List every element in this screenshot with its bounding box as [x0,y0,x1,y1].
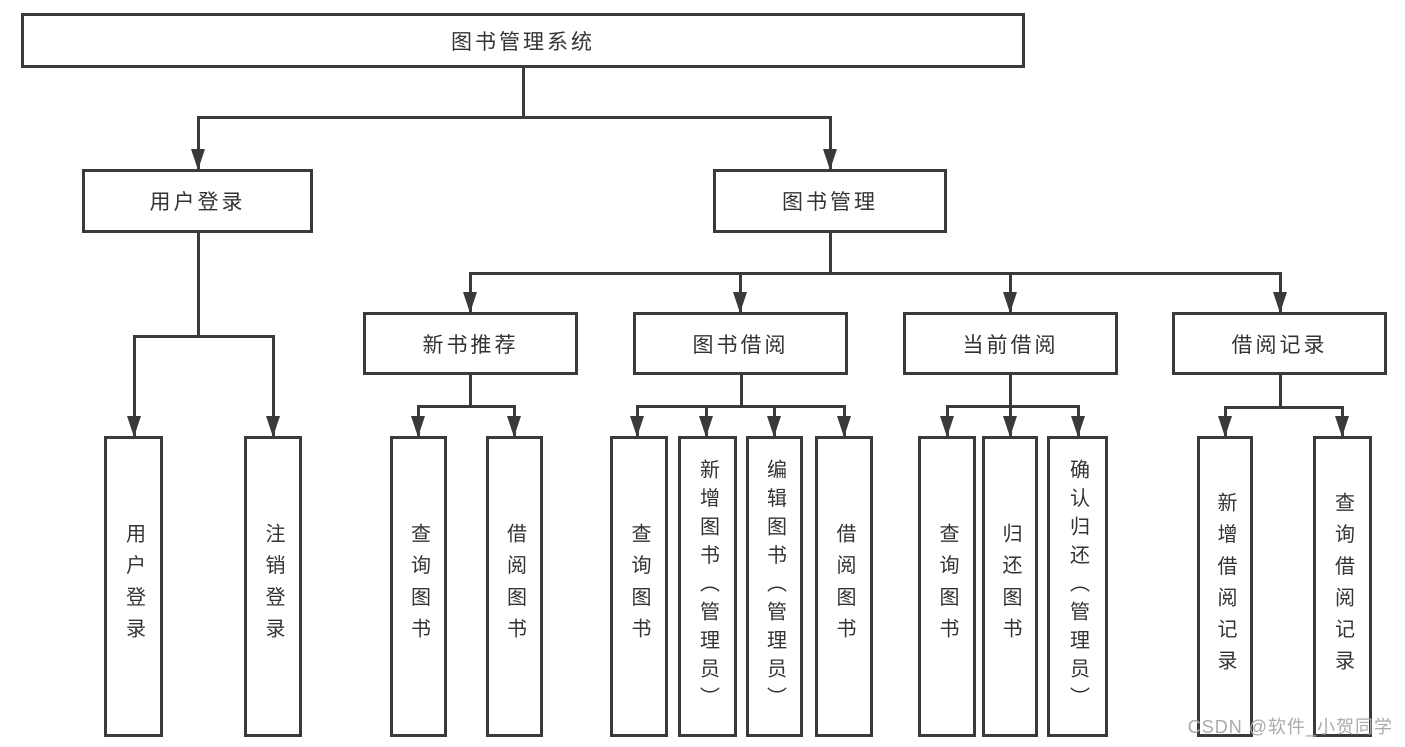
arrow-head [1003,416,1017,437]
connector-line [196,115,832,119]
connector-line [132,334,275,338]
arrow-head [1218,416,1232,437]
node-leaf-add-borrow-record: 新增借阅记录 [1197,436,1253,737]
arrow-head [266,416,280,437]
connector-line [1278,375,1282,409]
node-leaf-logout: 注销登录 [244,436,302,737]
arrow-head [411,416,425,437]
node-new-book-recommend: 新书推荐 [363,312,578,375]
leaf-label: 编辑图书（管理员） [763,458,786,715]
arrow-head [1273,292,1287,313]
leaf-label: 新增图书（管理员） [696,458,719,715]
node-leaf-confirm-return-admin: 确认归还（管理员） [1047,436,1108,737]
leaf-label: 用户登录 [122,523,145,650]
connector-line [945,404,1080,408]
arrow-head [630,416,644,437]
arrow-head [463,292,477,313]
node-borrowing-records: 借阅记录 [1172,312,1387,375]
node-user-login: 用户登录 [82,169,313,233]
node-leaf-query-borrow-record: 查询借阅记录 [1313,436,1372,737]
leaf-label: 查询图书 [407,523,430,650]
node-library-system: 图书管理系统 [21,13,1025,68]
arrow-head [507,416,521,437]
connector-line [132,336,136,436]
leaf-label: 查询图书 [936,523,958,650]
arrow-head [733,292,747,313]
node-leaf-query-books-current: 查询图书 [918,436,976,737]
arrow-head [837,416,851,437]
connector-line [271,336,275,436]
leaf-label: 查询借阅记录 [1331,491,1354,682]
connector-line [1223,405,1344,409]
node-book-management: 图书管理 [713,169,947,233]
connector-line [739,375,743,408]
arrow-head [940,416,954,437]
node-book-borrowing: 图书借阅 [633,312,848,375]
arrow-head [1071,416,1085,437]
leaf-label: 新增借阅记录 [1214,491,1236,682]
node-leaf-return-books: 归还图书 [982,436,1038,737]
connector-line [416,404,516,408]
connector-line [468,375,472,408]
arrow-head [1003,292,1017,313]
leaf-label: 借阅图书 [833,523,855,650]
node-leaf-query-books-borrowing: 查询图书 [610,436,668,737]
leaf-label: 注销登录 [262,523,284,650]
connector-line [196,117,200,169]
arrow-head [191,149,205,170]
leaf-label: 确认归还（管理员） [1066,458,1089,715]
node-leaf-edit-books-admin: 编辑图书（管理员） [746,436,803,737]
node-leaf-user-login: 用户登录 [104,436,163,737]
node-leaf-query-books-recommend: 查询图书 [390,436,447,737]
leaf-label: 借阅图书 [503,523,526,650]
node-leaf-add-books-admin: 新增图书（管理员） [678,436,737,737]
arrow-head [767,416,781,437]
watermark-text: CSDN @软件_小贺同学 [1187,717,1393,737]
connector-line [521,68,525,117]
connector-line [468,271,1282,275]
node-current-borrowing: 当前借阅 [903,312,1118,375]
connector-line [196,233,200,338]
arrow-head [1335,416,1349,437]
node-leaf-borrow-books-recommend: 借阅图书 [486,436,543,737]
arrow-head [699,416,713,437]
arrow-head [823,149,837,170]
connector-line [635,404,846,408]
node-leaf-borrow-books: 借阅图书 [815,436,873,737]
leaf-label: 查询图书 [628,523,650,650]
connector-line [828,117,832,169]
arrow-head [127,416,141,437]
leaf-label: 归还图书 [999,523,1021,650]
connector-line [828,233,832,275]
